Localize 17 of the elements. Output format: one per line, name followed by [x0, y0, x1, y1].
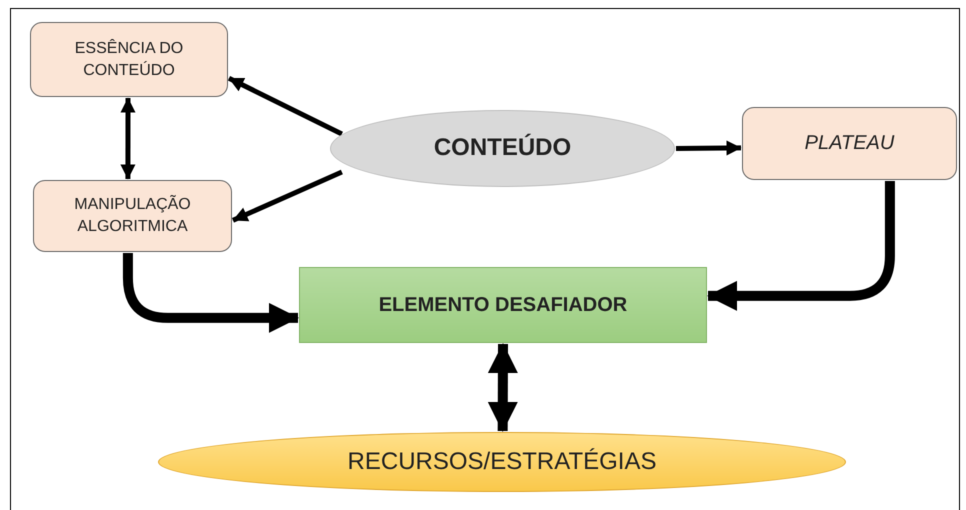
- arrow: [122, 253, 299, 333]
- node-label: RECURSOS/ESTRATÉGIAS: [348, 446, 656, 477]
- process-box: [742, 107, 957, 180]
- node-label: ESSÊNCIA DO CONTEÚDO: [74, 38, 184, 80]
- arrow: [228, 76, 343, 136]
- arrow: [232, 170, 343, 223]
- arrow: [676, 140, 742, 156]
- process-box: [299, 267, 707, 343]
- node-label: CONTEÚDO: [434, 132, 572, 164]
- arrow: [488, 343, 518, 432]
- arrow: [707, 181, 895, 311]
- node-label: PLATEAU: [804, 131, 894, 156]
- node-label: MANIPULAÇÃO ALGORITMICA: [73, 194, 192, 237]
- process-box: [33, 180, 232, 252]
- node-label: ELEMENTO DESAFIADOR: [378, 292, 628, 318]
- process-box: [30, 22, 228, 97]
- arrow: [120, 98, 136, 180]
